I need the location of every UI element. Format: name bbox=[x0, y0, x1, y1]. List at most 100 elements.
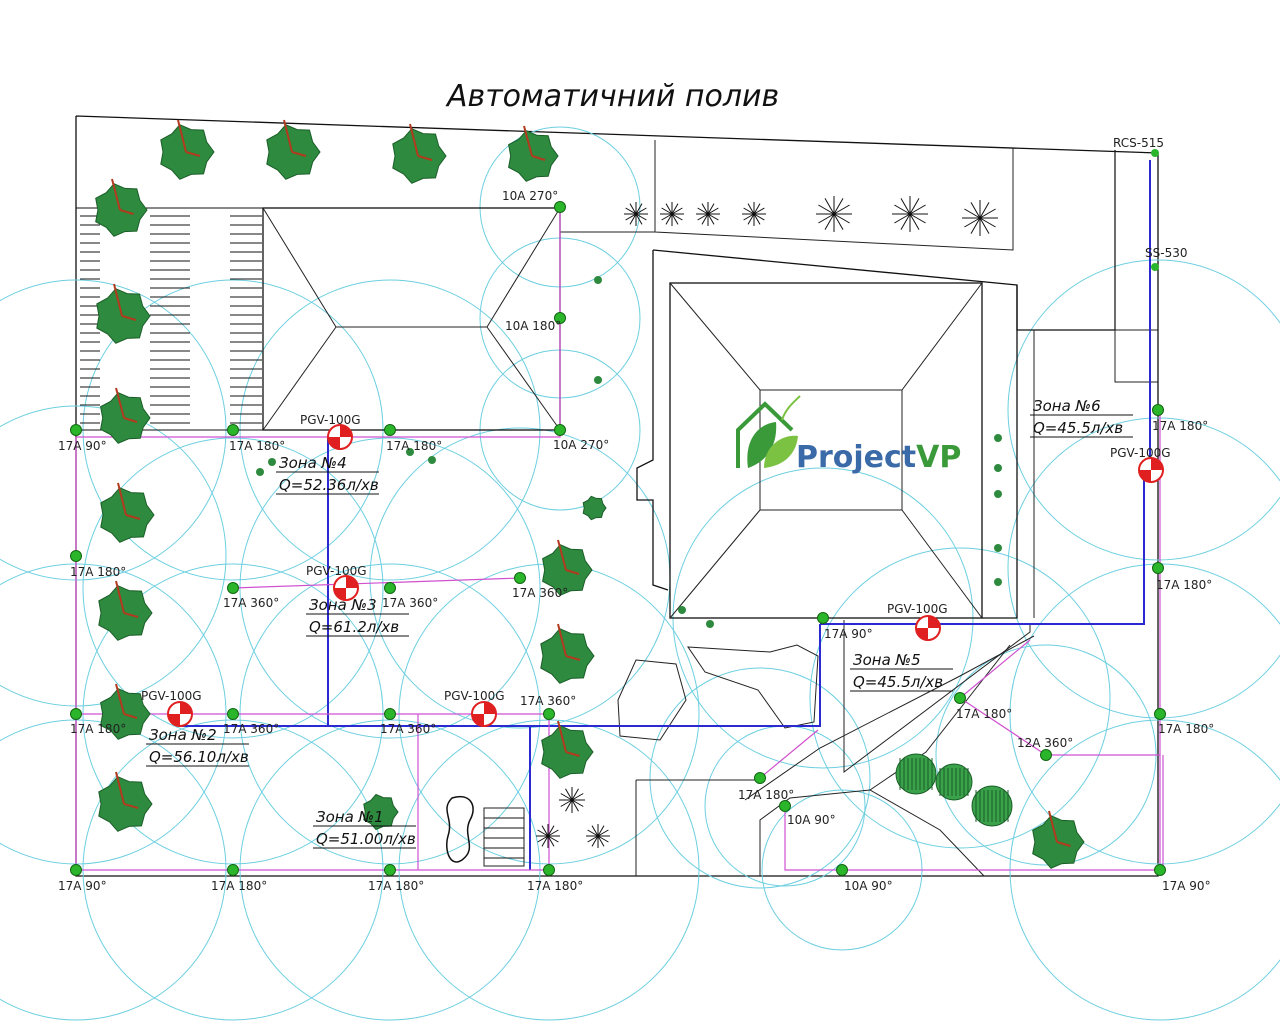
plant-dot bbox=[994, 434, 1002, 442]
sprinkler-label: 17A 180° bbox=[70, 565, 126, 579]
sprinkler-heads-layer: 10A 270° 10A 180° 10A 270° 17A 90° 17A 180° 1… bbox=[58, 189, 1214, 893]
valve-icon: PGV-100G bbox=[887, 602, 948, 641]
plant-dot bbox=[406, 448, 414, 456]
logo-text-project: Project bbox=[796, 440, 916, 475]
sprinkler-head: 17A 180° bbox=[1152, 404, 1208, 433]
tree-icon bbox=[540, 623, 595, 684]
valve-icon: PGV-100G bbox=[444, 689, 505, 727]
sprinkler-label: 17A 360° bbox=[512, 586, 568, 600]
zone-flow: Q=61.2л/хв bbox=[309, 618, 399, 636]
svg-text:ProjectVP: ProjectVP bbox=[796, 440, 961, 475]
zone-flow: Q=56.10л/хв bbox=[149, 748, 249, 766]
sprinkler-label: 17A 180° bbox=[229, 439, 285, 453]
plant-dot bbox=[594, 376, 602, 384]
grass-icon bbox=[559, 787, 585, 813]
sprinkler-head: 17A 180° bbox=[70, 550, 126, 579]
grass-icon bbox=[816, 196, 852, 232]
sprinkler-label: 17A 360° bbox=[223, 722, 279, 736]
sprinkler-head: 17A 180° bbox=[1152, 562, 1212, 592]
valves-layer: PGV-100G PGV-100G PGV-100G PGV-100G PGV-100G… bbox=[141, 413, 1171, 727]
tree-icon bbox=[1032, 810, 1085, 869]
valve-label: PGV-100G bbox=[444, 689, 505, 703]
valve-label: PGV-100G bbox=[141, 689, 202, 703]
sprinkler-head: 17A 360° bbox=[223, 582, 279, 610]
spray-radius bbox=[1007, 259, 1280, 561]
zone-label: Зона №4 Q=52.36л/хв bbox=[276, 454, 379, 495]
sprinkler-label: 17A 180° bbox=[956, 707, 1012, 721]
sprinkler-head: 17A 360° bbox=[520, 694, 576, 720]
valve-icon: PGV-100G bbox=[306, 564, 367, 601]
rain-controller: RCS-515 bbox=[1113, 136, 1164, 157]
sprinkler-label: 17A 360° bbox=[520, 694, 576, 708]
logo-text-vp: VP bbox=[916, 440, 961, 475]
spray-coverage-layer bbox=[0, 126, 1280, 1021]
sprinkler-head: 17A 180° bbox=[368, 864, 424, 893]
spray-radius bbox=[649, 667, 871, 889]
zone-flow: Q=51.00л/хв bbox=[316, 830, 416, 848]
sprinkler-head: 17A 180° bbox=[738, 772, 794, 802]
sprinkler-head: 17A 180° bbox=[1154, 708, 1214, 736]
plant-dot bbox=[994, 544, 1002, 552]
grass-icon bbox=[624, 202, 648, 226]
tree-icon bbox=[98, 580, 153, 641]
sprinkler-head: 17A 180° bbox=[527, 864, 583, 893]
tree-icon bbox=[100, 387, 151, 444]
sprinkler-label: 17A 180° bbox=[527, 879, 583, 893]
sprinkler-label: 17A 360° bbox=[223, 596, 279, 610]
deck-hatch bbox=[80, 215, 262, 424]
tree-icon bbox=[100, 683, 151, 740]
tree-icon bbox=[266, 119, 321, 180]
sprinkler-label: 10A 180° bbox=[505, 319, 561, 333]
tree-icon bbox=[541, 720, 594, 779]
sprinkler-label: 10A 270° bbox=[553, 438, 609, 452]
valve-icon: PGV-100G bbox=[300, 413, 361, 450]
plant-dot bbox=[994, 578, 1002, 586]
grass-icon bbox=[660, 202, 684, 226]
sprinkler-label: 17A 90° bbox=[58, 879, 107, 893]
grass-icon bbox=[742, 202, 766, 226]
zone-flow: Q=52.36л/хв bbox=[279, 476, 379, 494]
plant-dot bbox=[994, 464, 1002, 472]
sprinkler-head: 10A 90° bbox=[836, 864, 893, 893]
ornamental-grass-layer bbox=[256, 196, 1002, 848]
sprinkler-label: 17A 90° bbox=[824, 627, 873, 641]
sensor-label: SS-530 bbox=[1145, 246, 1187, 260]
plant-dot bbox=[994, 490, 1002, 498]
tree-icon bbox=[542, 539, 593, 596]
sprinkler-label: 17A 360° bbox=[382, 596, 438, 610]
plant-dot bbox=[268, 458, 276, 466]
sprinkler-head: 17A 180° bbox=[227, 424, 285, 453]
shrub-icon bbox=[935, 763, 973, 801]
valve-icon: PGV-100G bbox=[1110, 446, 1171, 483]
zone-label: Зона №1 Q=51.00л/хв bbox=[313, 808, 416, 849]
sprinkler-head: 17A 180° bbox=[384, 424, 442, 453]
zone-name: Зона №4 bbox=[279, 454, 347, 472]
zone-name: Зона №1 bbox=[316, 808, 384, 826]
tree-icon bbox=[95, 178, 148, 237]
tree-icon bbox=[98, 771, 153, 832]
sprinkler-label: 17A 180° bbox=[1158, 722, 1214, 736]
sprinkler-head: 17A 90° bbox=[1154, 864, 1211, 893]
valve-label: PGV-100G bbox=[306, 564, 367, 578]
sprinkler-label: 17A 180° bbox=[738, 788, 794, 802]
zone-flow: Q=45.5л/хв bbox=[853, 673, 943, 691]
sprinkler-head: 10A 270° bbox=[502, 189, 566, 213]
sprinkler-label: 17A 180° bbox=[1152, 419, 1208, 433]
sprinkler-label: 17A 180° bbox=[1156, 578, 1212, 592]
tree-icon bbox=[160, 119, 215, 180]
valve-label: PGV-100G bbox=[887, 602, 948, 616]
trees-layer bbox=[95, 119, 1085, 869]
sprinkler-head: 17A 360° bbox=[380, 708, 436, 736]
sprinkler-label: 17A 90° bbox=[1162, 879, 1211, 893]
sprinkler-head: 10A 180° bbox=[505, 312, 566, 333]
sprinkler-head: 17A 90° bbox=[58, 424, 107, 453]
grass-icon bbox=[586, 824, 610, 848]
plant-dot bbox=[678, 606, 686, 614]
main-pipes bbox=[179, 160, 1151, 870]
zone-name: Зона №3 bbox=[309, 596, 377, 614]
tree-icon bbox=[96, 283, 151, 344]
sprinkler-head: 17A 90° bbox=[817, 612, 873, 641]
grass-icon bbox=[962, 200, 998, 236]
